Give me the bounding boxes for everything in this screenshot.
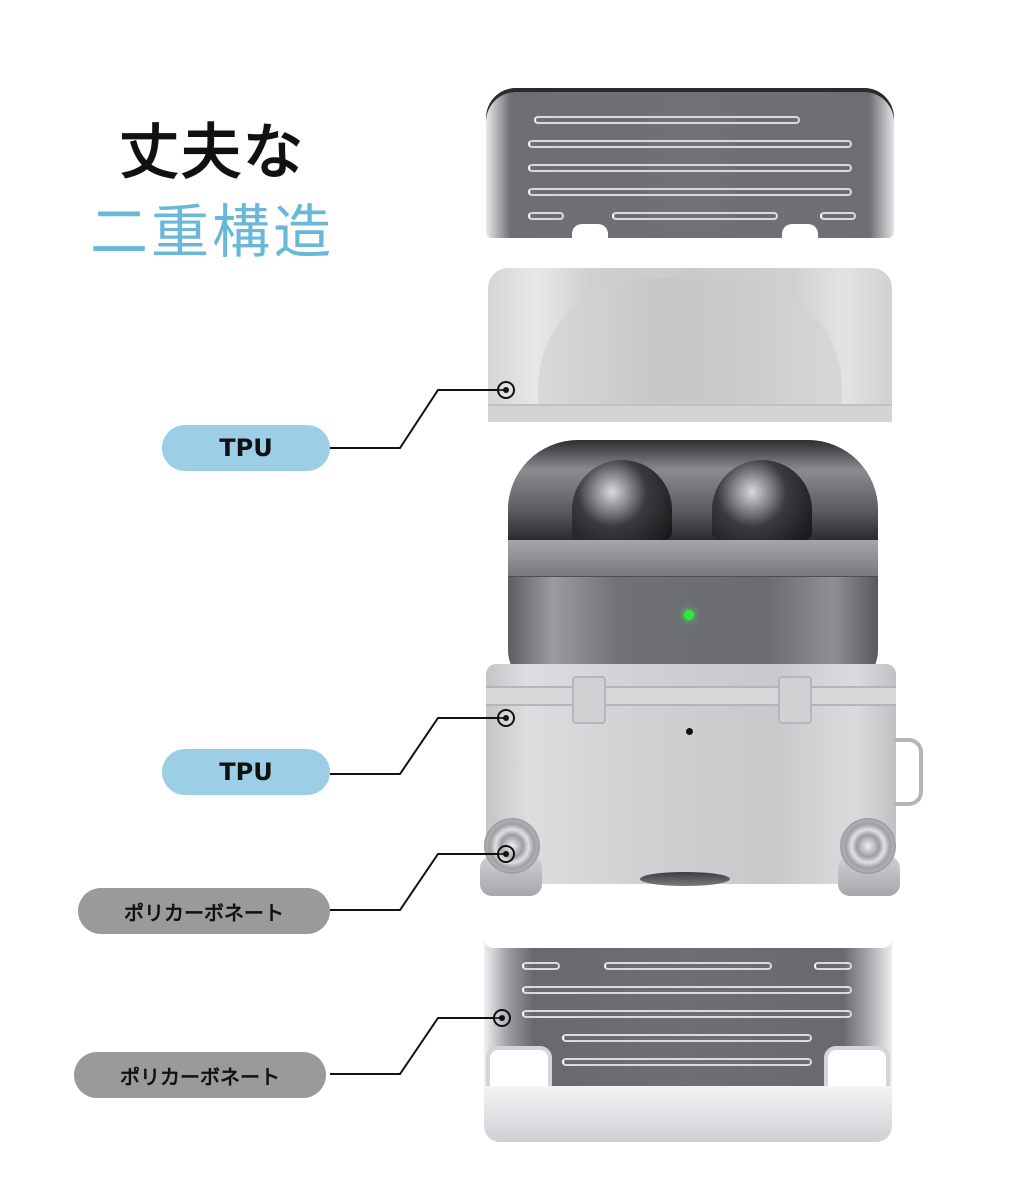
callout-pin-icon xyxy=(497,845,515,863)
top-inner-shell-image xyxy=(488,268,892,422)
callout-label-polycarbonate-bottom: ポリカーボネート xyxy=(74,1052,326,1098)
callout-pin-icon xyxy=(493,1009,511,1027)
callout-label-tpu-top: TPU xyxy=(162,425,330,471)
heading-line-2: 二重構造 xyxy=(89,198,334,266)
body-inner-shell-image xyxy=(486,664,896,884)
heading-line-1: 丈夫な xyxy=(119,118,305,188)
callout-label-polycarbonate-wheel: ポリカーボネート xyxy=(78,888,330,934)
wheel-left xyxy=(484,818,540,874)
callout-pin-icon xyxy=(497,709,515,727)
status-led xyxy=(684,610,694,620)
callout-label-tpu-body: TPU xyxy=(162,749,330,795)
bottom-outer-shell-image xyxy=(484,916,892,1142)
earbud-case-image xyxy=(508,440,878,690)
callout-pin-icon xyxy=(497,381,515,399)
lanyard-loop xyxy=(893,738,923,806)
bottom-slot xyxy=(640,872,730,886)
wheel-right xyxy=(840,818,896,874)
top-outer-shell-image xyxy=(486,88,894,240)
